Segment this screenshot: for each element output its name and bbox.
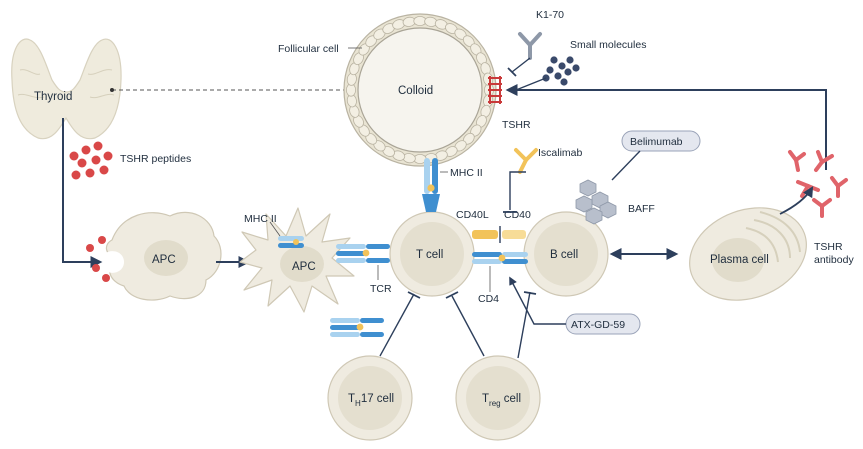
t-cell bbox=[389, 211, 475, 297]
atx-label: ATX-GD-59 bbox=[571, 319, 625, 331]
cd40l-label: CD40L bbox=[456, 209, 489, 221]
cd40-label: CD40 bbox=[504, 209, 531, 221]
plasma-cell-label: Plasma cell bbox=[710, 254, 769, 266]
small-molecules bbox=[542, 56, 580, 86]
iscalimab-label: Iscalimab bbox=[538, 147, 583, 159]
small-molecules-inhibit bbox=[515, 77, 547, 91]
treg-label: Treg cell bbox=[482, 393, 521, 408]
iscalimab-antibody bbox=[514, 148, 538, 174]
cd4-complex bbox=[472, 252, 528, 264]
mhc-tcr-complex bbox=[336, 244, 390, 263]
k170-antibody bbox=[518, 32, 542, 60]
apc-peptides bbox=[86, 236, 110, 282]
baff-label: BAFF bbox=[628, 203, 655, 215]
arrow-thyroid-to-apc bbox=[62, 118, 103, 268]
thyroid-point bbox=[110, 88, 114, 92]
th17-inhibit bbox=[379, 293, 415, 357]
atx-arrow bbox=[509, 276, 566, 325]
baff-molecules bbox=[575, 179, 617, 225]
colloid-label: Colloid bbox=[398, 85, 433, 97]
follicular-cell-label: Follicular cell bbox=[278, 43, 339, 55]
thyroid-gland bbox=[11, 38, 122, 140]
th17-label: TH17 cell bbox=[348, 393, 394, 408]
b-cell-label: B cell bbox=[550, 249, 578, 261]
treg-cell bbox=[455, 355, 541, 441]
mhc-ii-top-label: MHC II bbox=[450, 167, 483, 179]
tshr-antibody-label-2: antibody bbox=[814, 254, 854, 266]
tshr-peptides-label: TSHR peptides bbox=[120, 153, 191, 165]
th17-cell bbox=[327, 355, 413, 441]
tshr-receptor bbox=[488, 76, 502, 104]
mhc-fragment bbox=[330, 318, 384, 337]
iscalimab-inhibit bbox=[509, 171, 526, 210]
treg-inhibit-t bbox=[451, 295, 485, 357]
tshr-antibodies bbox=[788, 150, 848, 218]
tshr-peptides bbox=[69, 141, 113, 180]
apc-1-label: APC bbox=[152, 254, 176, 266]
treg-inhibit-b bbox=[517, 291, 531, 359]
tshr-label: TSHR bbox=[502, 119, 531, 131]
apc-2-label: APC bbox=[292, 261, 316, 273]
arrow-plasma-to-antibody bbox=[779, 186, 814, 215]
k170-inhibit bbox=[511, 57, 531, 73]
tcr-label: TCR bbox=[370, 283, 392, 295]
tshr-antibody-label-1: TSHR bbox=[814, 241, 843, 253]
arrow-antibody-to-tshr bbox=[505, 84, 827, 170]
mhc-ii-left-label: MHC II bbox=[244, 213, 277, 225]
small-molecules-label: Small molecules bbox=[570, 39, 646, 51]
cd4-label: CD4 bbox=[478, 293, 499, 305]
follicle bbox=[343, 13, 497, 167]
mhc-ii-dc bbox=[278, 236, 304, 248]
cd40l-cd40 bbox=[472, 226, 526, 243]
plasma-cell bbox=[689, 207, 807, 301]
k170-label: K1-70 bbox=[536, 9, 564, 21]
t-cell-label: T cell bbox=[416, 249, 443, 261]
belimumab-inhibit bbox=[611, 150, 641, 181]
belimumab-pill bbox=[621, 130, 701, 152]
mhc-ii-top bbox=[422, 158, 440, 212]
thyroid-label: Thyroid bbox=[34, 91, 72, 103]
apc-cell-2 bbox=[239, 207, 355, 313]
belimumab-label: Belimumab bbox=[630, 136, 683, 148]
apc-cell-1 bbox=[104, 211, 222, 301]
